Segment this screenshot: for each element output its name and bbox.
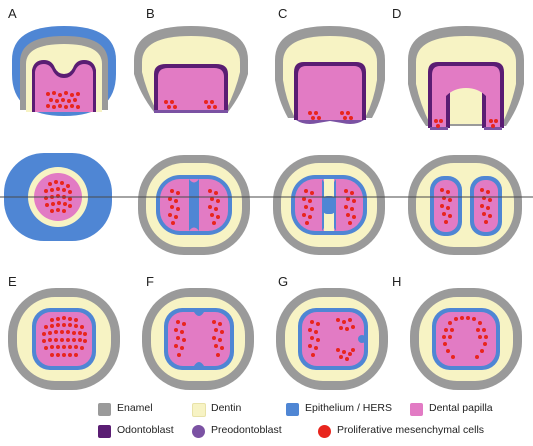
panel-h-cross-section <box>410 288 522 390</box>
legend-label-odontoblast: Odontoblast <box>117 424 174 436</box>
panel-g-cross-section <box>276 288 388 390</box>
panel-d-longitudinal <box>408 26 524 130</box>
legend-swatch-dentin <box>192 403 206 417</box>
panel-b-longitudinal <box>134 26 248 113</box>
legend-label-dentin: Dentin <box>211 402 241 414</box>
legend-swatch-odontoblast <box>98 425 111 438</box>
panel-f-cross-section <box>142 288 254 390</box>
panel-label-e: E <box>8 274 17 289</box>
panel-a-longitudinal <box>12 26 116 116</box>
legend-swatch-preodontoblast <box>192 425 205 438</box>
legend-label-papilla: Dental papilla <box>429 402 493 414</box>
panel-label-a: A <box>8 6 17 21</box>
panel-label-g: G <box>278 274 288 289</box>
panel-label-f: F <box>146 274 154 289</box>
panel-d-cross-section <box>408 155 522 255</box>
panel-c-longitudinal <box>275 26 385 124</box>
legend-swatch-papilla <box>410 403 423 416</box>
panel-c-cross-section <box>273 155 385 255</box>
panel-label-h: H <box>392 274 401 289</box>
legend-swatch-enamel <box>98 403 111 416</box>
legend-label-proliferative: Proliferative mesenchymal cells <box>337 424 484 436</box>
legend-label-enamel: Enamel <box>117 402 153 414</box>
legend-swatch-epithelium <box>286 403 299 416</box>
panel-label-b: B <box>146 6 155 21</box>
panel-label-c: C <box>278 6 287 21</box>
panel-label-d: D <box>392 6 401 21</box>
legend-label-epithelium: Epithelium / HERS <box>305 402 392 414</box>
legend-swatch-proliferative <box>318 425 331 438</box>
panel-e-cross-section <box>8 288 120 390</box>
panel-b-cross-section <box>138 155 250 255</box>
legend-label-preodontoblast: Preodontoblast <box>211 424 282 436</box>
